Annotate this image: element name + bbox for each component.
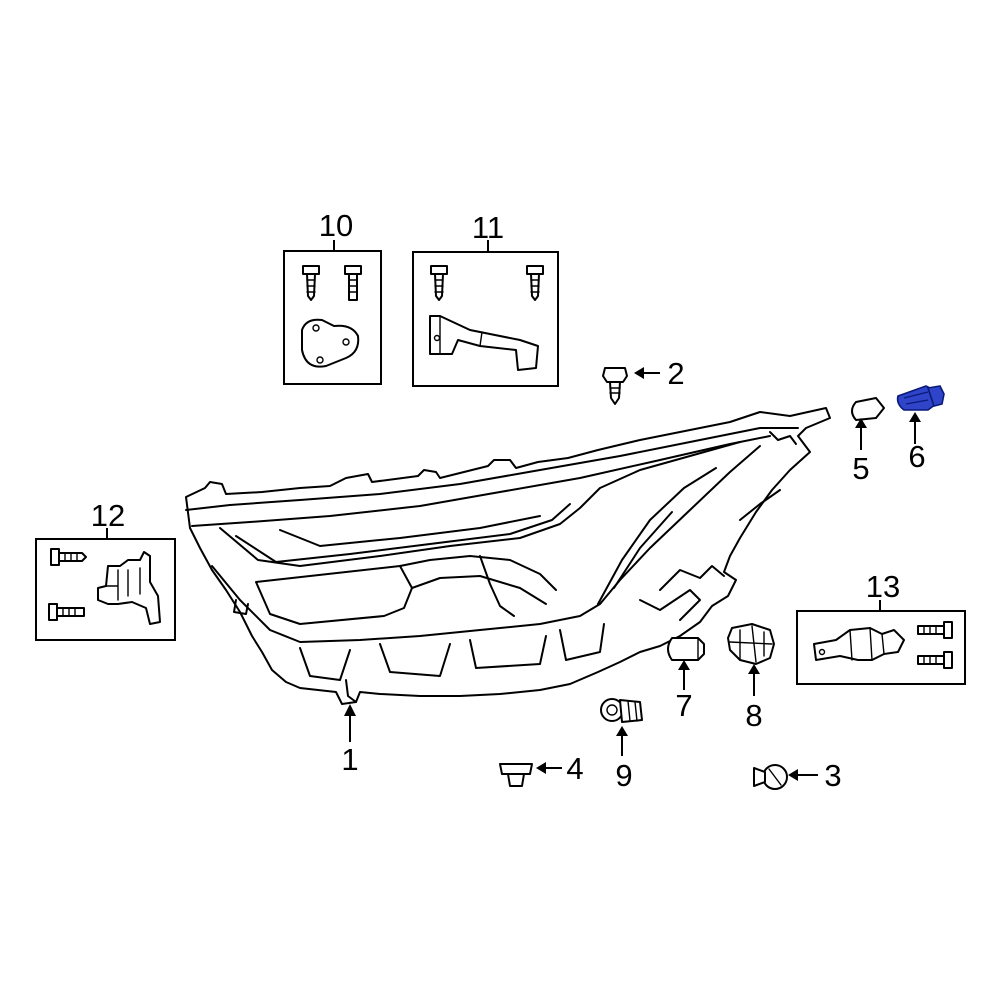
callout-7: 7 <box>675 688 692 723</box>
callout-2: 2 <box>667 356 684 391</box>
grommet-part-9[interactable] <box>600 698 643 723</box>
callout-8: 8 <box>745 698 762 733</box>
bolt-part-3[interactable] <box>753 764 788 790</box>
callout-6: 6 <box>908 439 925 474</box>
callout-4: 4 <box>566 751 583 786</box>
bulb-part-5[interactable] <box>851 397 885 421</box>
clip-part-4[interactable] <box>499 763 533 787</box>
callout-9: 9 <box>615 758 632 793</box>
kit-box-12[interactable] <box>35 528 176 641</box>
screw-part-2[interactable] <box>602 367 628 405</box>
callout-11: 11 <box>472 210 504 245</box>
socket-part-6-highlighted[interactable] <box>896 385 945 411</box>
kit-box-10[interactable] <box>283 240 382 385</box>
callout-5: 5 <box>852 451 869 486</box>
kit-box-11[interactable] <box>412 240 559 387</box>
headlamp-assembly[interactable] <box>185 407 831 705</box>
callout-3: 3 <box>824 758 841 793</box>
callout-12: 12 <box>91 498 125 533</box>
callout-1: 1 <box>341 742 358 777</box>
callout-10: 10 <box>319 208 353 243</box>
callout-13: 13 <box>866 569 900 604</box>
socket-part-8[interactable] <box>727 623 775 665</box>
kit-box-13[interactable] <box>796 600 966 685</box>
bulb-part-7[interactable] <box>667 637 705 661</box>
